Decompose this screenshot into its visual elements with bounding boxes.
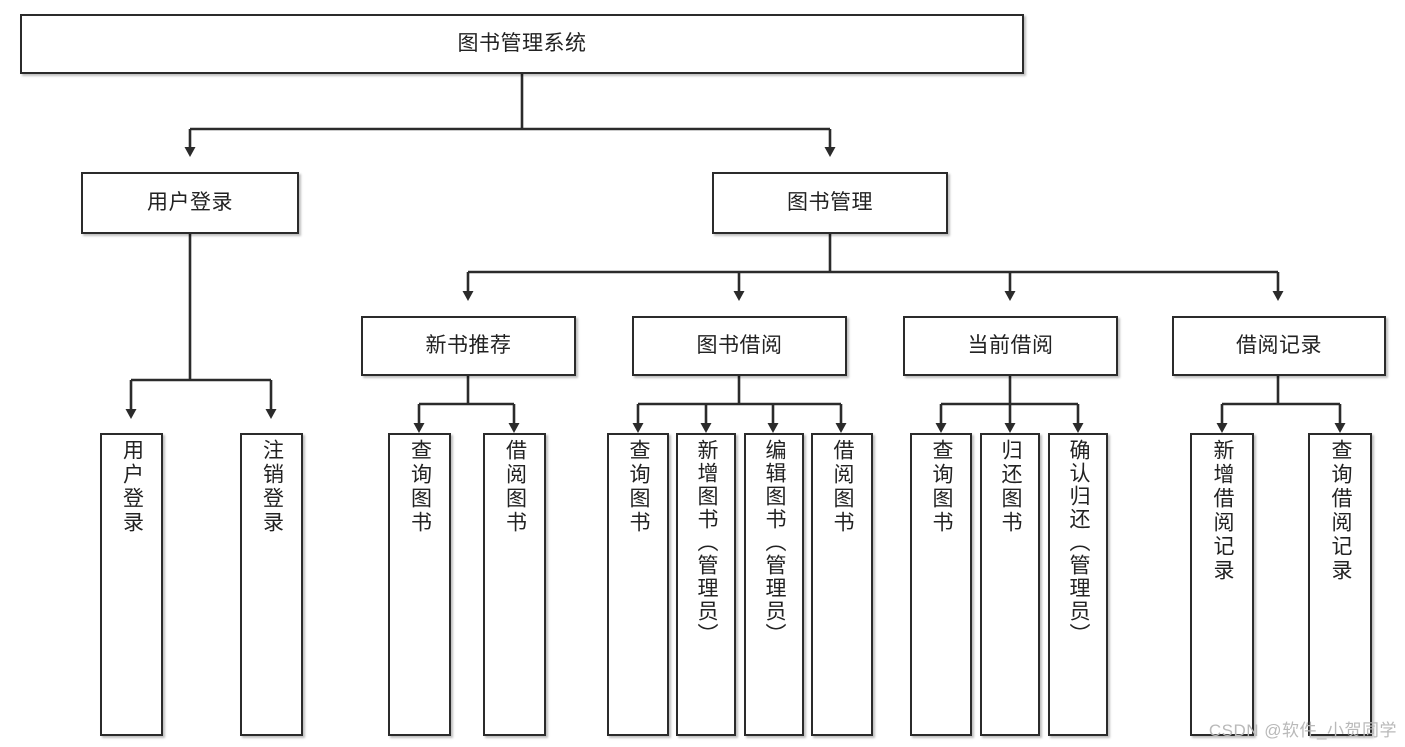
node-label: 用户登录 <box>147 191 233 215</box>
leaf-node-user-logout[interactable]: 注销登录 <box>240 433 303 736</box>
leaf-node-borrow-book-borrow[interactable]: 借阅图书 <box>811 433 873 736</box>
csdn-watermark: CSDN @软件_小贺同学 <box>1208 721 1397 740</box>
leaf-node-add-borrow-record[interactable]: 新增借阅记录 <box>1190 433 1254 736</box>
node-borrow-record[interactable]: 借阅记录 <box>1172 316 1386 376</box>
leaf-node-add-book-admin[interactable]: 新增图书（管理员） <box>676 433 736 736</box>
node-user-login[interactable]: 用户登录 <box>81 172 299 234</box>
edge-group-current-borrow <box>935 376 1084 433</box>
edge-group-root <box>184 74 836 157</box>
node-label: 图书管理系统 <box>457 32 587 56</box>
node-root-book-management-system[interactable]: 图书管理系统 <box>20 14 1024 74</box>
node-label: 借阅图书 <box>503 439 527 535</box>
node-label: 查询借阅记录 <box>1329 439 1353 583</box>
leaf-node-query-book-current[interactable]: 查询图书 <box>910 433 972 736</box>
node-label: 借阅记录 <box>1236 334 1322 358</box>
node-label: 编辑图书（管理员） <box>763 439 787 646</box>
node-label: 当前借阅 <box>967 334 1054 358</box>
leaf-node-confirm-return-admin[interactable]: 确认归还（管理员） <box>1048 433 1108 736</box>
node-label: 新增图书（管理员） <box>695 439 719 646</box>
leaf-node-user-login[interactable]: 用户登录 <box>100 433 163 736</box>
edge-group-new-book-rec <box>413 376 520 433</box>
node-label: 查询图书 <box>627 439 651 535</box>
node-label: 确认归还（管理员） <box>1067 439 1091 646</box>
node-label: 图书借阅 <box>696 334 783 358</box>
node-label: 归还图书 <box>999 439 1023 535</box>
leaf-node-query-book-new-rec[interactable]: 查询图书 <box>388 433 451 736</box>
node-label: 查询图书 <box>930 439 954 535</box>
node-label: 注销登录 <box>260 439 284 535</box>
leaf-node-return-book[interactable]: 归还图书 <box>980 433 1040 736</box>
node-label: 新增借阅记录 <box>1211 439 1235 583</box>
leaf-node-query-book-borrow[interactable]: 查询图书 <box>607 433 669 736</box>
node-new-book-recommendation[interactable]: 新书推荐 <box>361 316 576 376</box>
node-label: 借阅图书 <box>831 439 855 535</box>
edge-group-borrow-record <box>1216 376 1346 433</box>
edge-group-user-login <box>125 234 277 419</box>
edge-group-book-borrow <box>632 376 847 433</box>
leaf-node-borrow-book-new-rec[interactable]: 借阅图书 <box>483 433 546 736</box>
leaf-node-edit-book-admin[interactable]: 编辑图书（管理员） <box>744 433 804 736</box>
edge-group-book-manage <box>462 234 1284 301</box>
node-current-borrow[interactable]: 当前借阅 <box>903 316 1118 376</box>
leaf-node-query-borrow-record[interactable]: 查询借阅记录 <box>1308 433 1372 736</box>
node-label: 新书推荐 <box>425 334 512 358</box>
node-book-borrow[interactable]: 图书借阅 <box>632 316 847 376</box>
node-label: 用户登录 <box>120 439 144 535</box>
node-label: 查询图书 <box>408 439 432 535</box>
node-book-management[interactable]: 图书管理 <box>712 172 948 234</box>
node-label: 图书管理 <box>787 191 873 215</box>
